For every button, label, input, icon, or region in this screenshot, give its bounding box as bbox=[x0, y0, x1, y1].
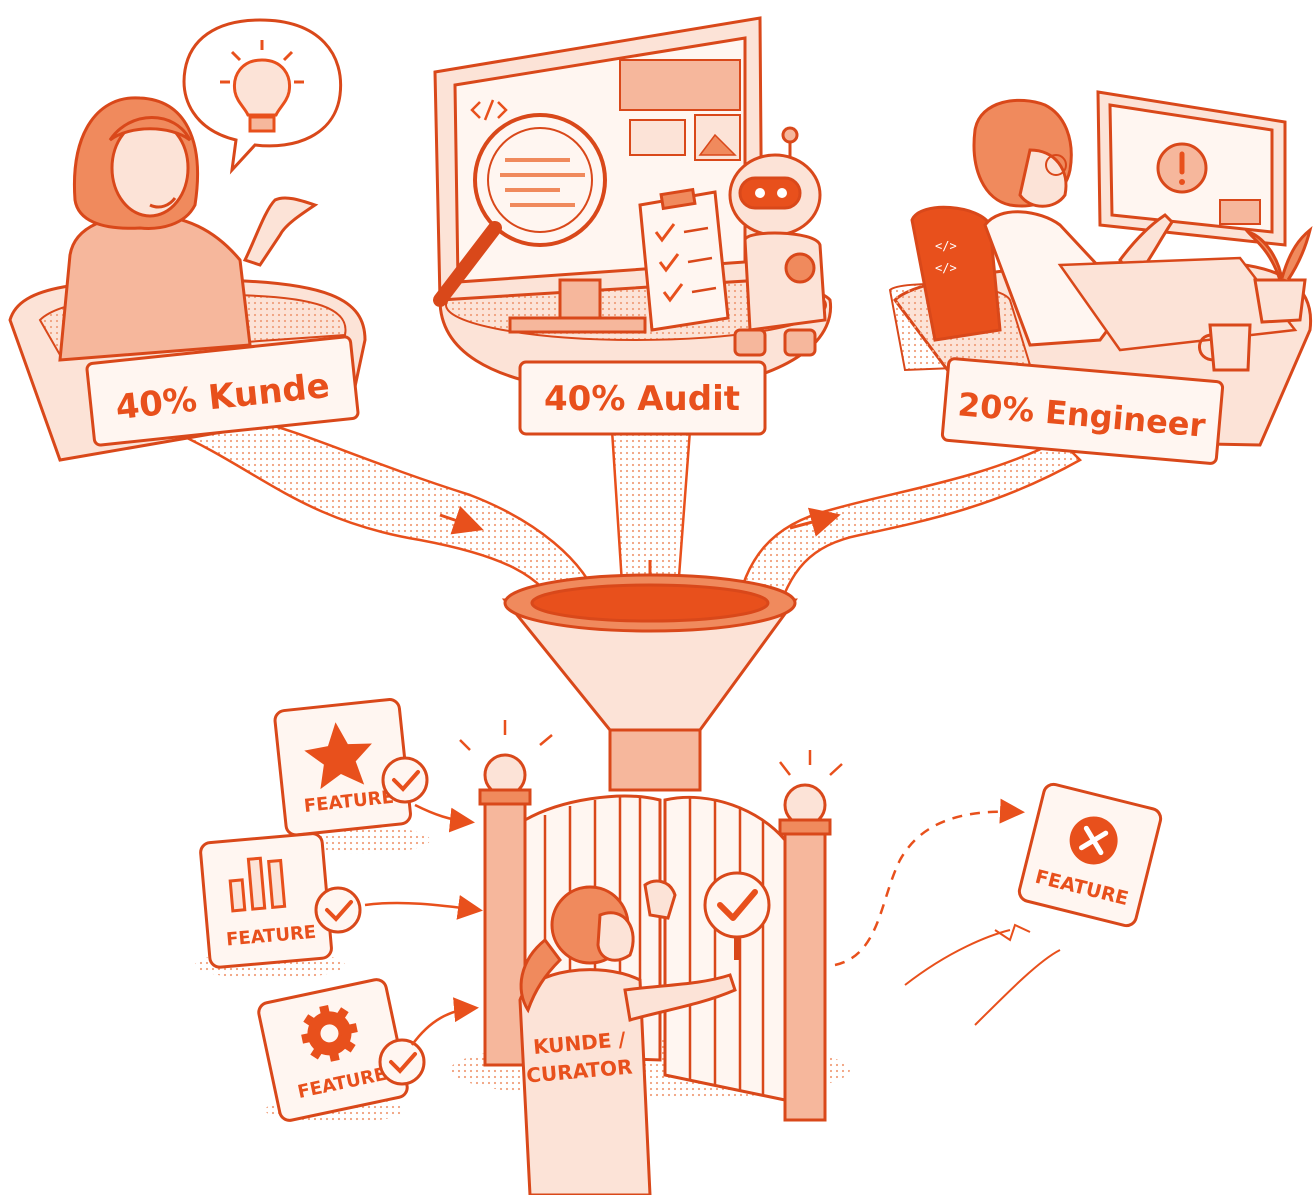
hand-gesture bbox=[242, 196, 319, 267]
warning-icon bbox=[1156, 142, 1208, 194]
funnel-icon bbox=[501, 573, 798, 792]
magnifier-icon bbox=[433, 113, 607, 307]
stream-arrow-right bbox=[789, 507, 841, 537]
svg-text:</>: </> bbox=[935, 261, 957, 275]
label-engineer-box: 20% Engineer bbox=[940, 357, 1225, 465]
lightbulb-icon bbox=[220, 40, 304, 133]
code-icon bbox=[470, 99, 508, 121]
curator-figure bbox=[518, 879, 737, 1195]
reject-arrow bbox=[834, 798, 1025, 967]
chair: </> </> bbox=[910, 205, 1002, 342]
mug-icon bbox=[1198, 323, 1252, 372]
stream-arrow-left bbox=[439, 506, 484, 535]
label-kunde-box: 40% Kunde bbox=[85, 335, 360, 447]
plant-icon bbox=[1243, 226, 1313, 324]
close-icon bbox=[1069, 816, 1118, 865]
feature-card-chart: FEATURE bbox=[195, 832, 362, 979]
checkmark-icon bbox=[314, 886, 362, 934]
label-audit-box: 40% Audit bbox=[518, 360, 767, 436]
motion-lines bbox=[904, 923, 1061, 1026]
source-audit: 40% Audit bbox=[433, 16, 833, 436]
feature-card-rejected: FEATURE bbox=[1017, 782, 1163, 928]
gear-icon bbox=[301, 1005, 358, 1062]
feature-card-gear: FEATURE bbox=[257, 978, 426, 1123]
accept-arrows bbox=[364, 803, 483, 1046]
clipboard-icon bbox=[638, 187, 730, 332]
source-kunde: 40% Kunde bbox=[8, 18, 367, 462]
checkmark-icon bbox=[378, 1038, 426, 1086]
bar-chart-icon bbox=[228, 856, 287, 913]
source-label-audit: 40% Audit bbox=[544, 379, 740, 419]
star-icon bbox=[304, 722, 372, 790]
woman-figure bbox=[58, 96, 252, 362]
svg-text:</>: </> bbox=[935, 239, 957, 253]
curator-checkmark-icon bbox=[703, 871, 771, 960]
checkmark-icon bbox=[381, 756, 429, 804]
source-engineer: </> </> 20% Engineer bbox=[888, 90, 1313, 465]
feature-card-star: FEATURE bbox=[273, 698, 430, 854]
robot-icon bbox=[728, 126, 827, 357]
